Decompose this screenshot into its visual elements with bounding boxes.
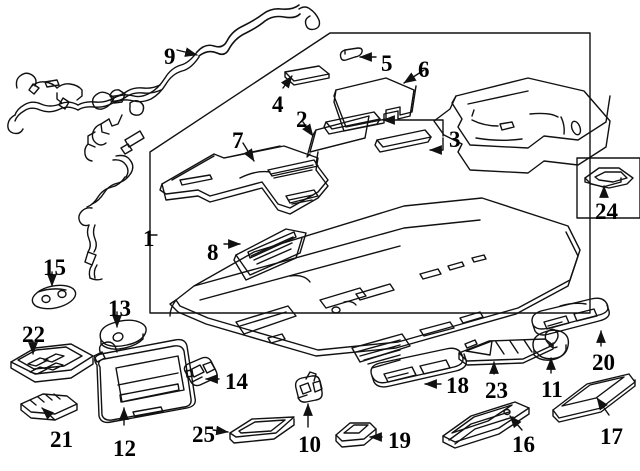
callout-line-6	[403, 69, 425, 84]
part-sunroof-switch-module	[10, 343, 94, 383]
callout-line-25	[212, 425, 229, 436]
callout-line-2	[302, 121, 314, 137]
part-sunroof-insulator	[333, 77, 417, 132]
callout-line-21	[41, 407, 56, 421]
part-roof-wiring-harness	[7, 4, 321, 281]
callout-label-14: 14	[225, 369, 248, 394]
callout-label-24: 24	[595, 199, 618, 224]
part-speaker-grille	[552, 373, 636, 423]
part-visor-support-cover	[99, 319, 147, 350]
callout-label-8: 8	[207, 240, 219, 265]
callout-label-17: 17	[600, 424, 623, 449]
part-assist-handle	[294, 371, 323, 403]
part-grab-handle-trim	[442, 401, 530, 449]
part-microphone-cover	[458, 338, 554, 366]
callout-line-9	[176, 47, 198, 57]
callout-line-7	[242, 142, 255, 162]
inset-frame-24	[576, 157, 640, 219]
part-handle-cover	[335, 422, 377, 448]
callout-label-10: 10	[298, 432, 321, 457]
callout-label-5: 5	[381, 51, 393, 76]
part-retainer-strip	[306, 115, 370, 158]
part-dome-lamp	[370, 347, 467, 388]
callout-line-4	[280, 75, 293, 89]
callout-label-25: 25	[192, 422, 215, 447]
part-sun-visor	[93, 338, 197, 424]
callout-label-12: 12	[113, 436, 136, 461]
callout-label-3: 3	[449, 127, 461, 152]
callout-label-6: 6	[418, 57, 430, 82]
part-overhead-console-lamp	[531, 297, 610, 336]
part-clip	[339, 47, 363, 61]
callout-line-17	[596, 397, 610, 416]
part-lamp-bezel	[20, 393, 78, 421]
callout-line-3	[382, 115, 444, 155]
part-sensor-cover	[584, 167, 634, 189]
callout-label-15: 15	[43, 255, 66, 280]
part-headliner-assembly	[169, 197, 581, 369]
callout-label-2: 2	[296, 107, 308, 132]
callout-label-13: 13	[108, 296, 131, 321]
callout-label-19: 19	[388, 428, 411, 453]
callout-line-16	[509, 415, 523, 431]
part-visor-retainer-clip	[183, 356, 218, 387]
callout-label-23: 23	[485, 378, 508, 403]
callout-label-9: 9	[164, 44, 176, 69]
callout-label-16: 16	[512, 432, 535, 457]
part-roof-bow-front	[159, 145, 329, 215]
callout-label-21: 21	[50, 427, 73, 452]
part-visor-bracket	[31, 284, 77, 310]
callout-label-20: 20	[592, 350, 615, 375]
callout-label-1: 1	[143, 226, 155, 251]
callout-label-4: 4	[272, 92, 284, 117]
callout-label-7: 7	[232, 128, 244, 153]
callout-label-18: 18	[446, 373, 469, 398]
part-headliner-panel-upper	[433, 77, 611, 174]
part-insulator-pad-lower	[374, 129, 432, 153]
callout-label-11: 11	[541, 377, 563, 402]
callout-label-22: 22	[22, 322, 45, 347]
part-insulator-pad-upper	[323, 111, 381, 135]
part-storage-tray	[229, 416, 295, 444]
